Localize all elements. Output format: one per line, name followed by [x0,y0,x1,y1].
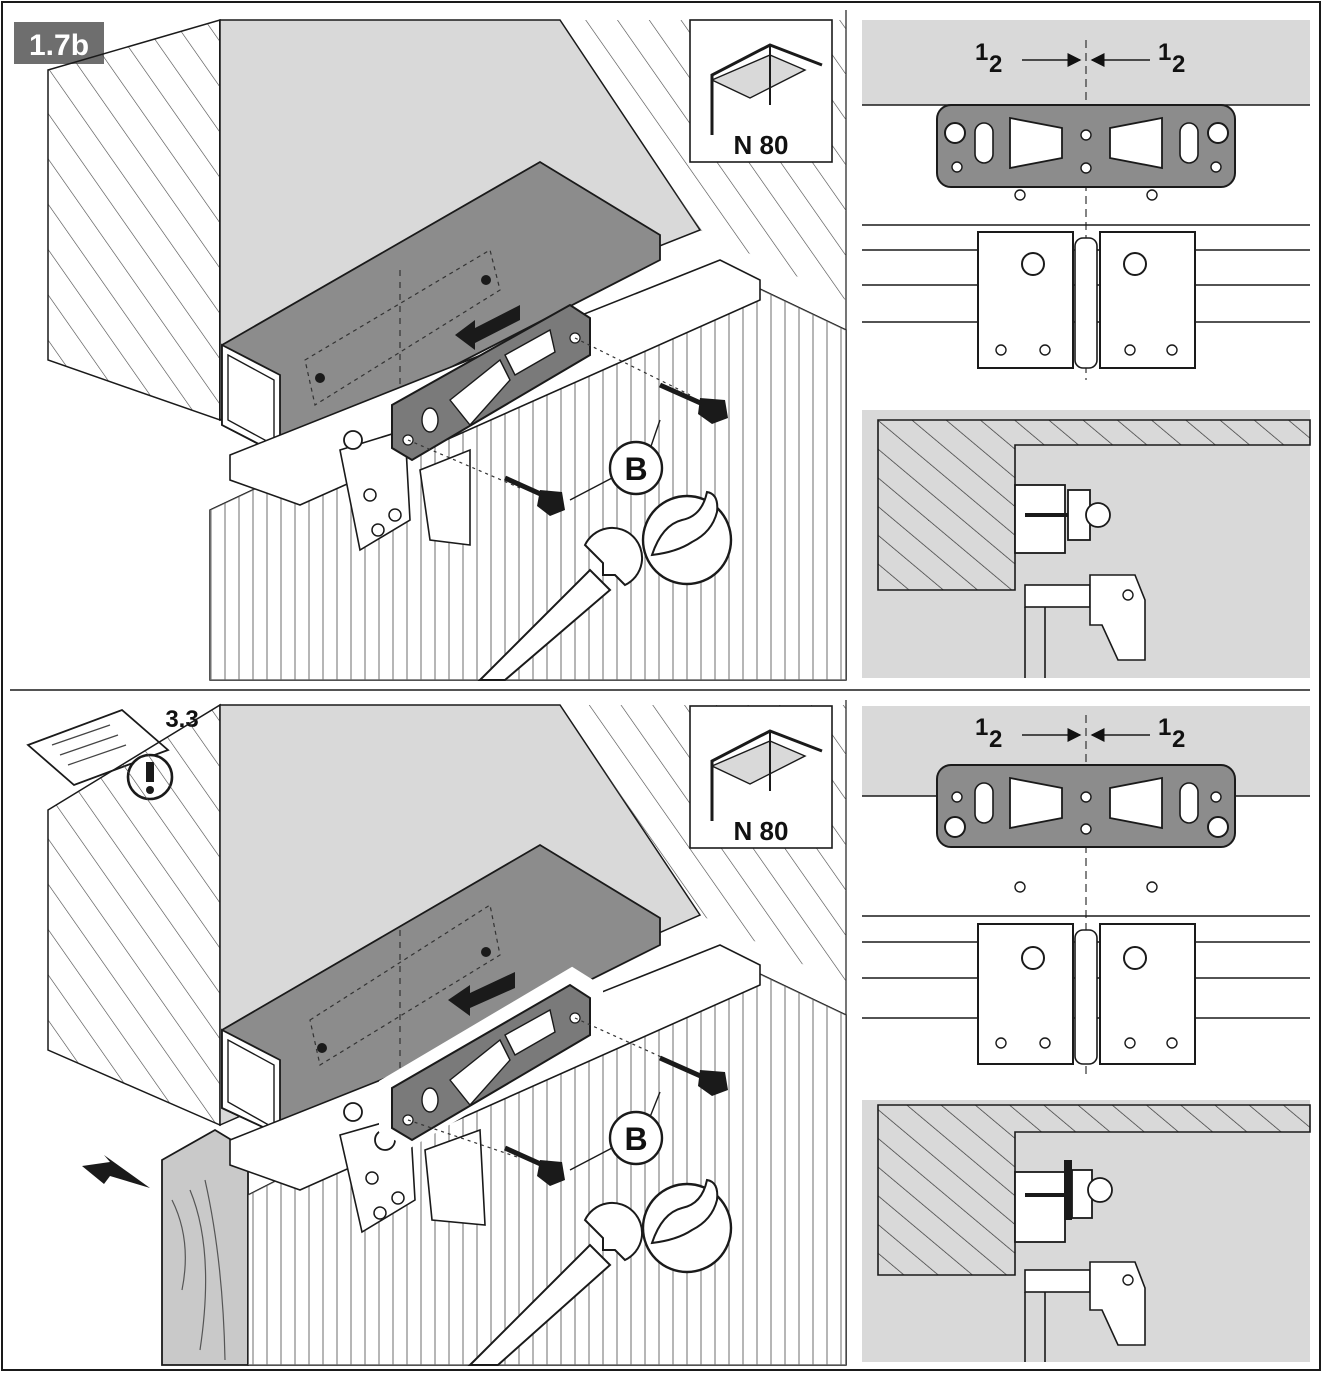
step-number: 1.7b [29,29,89,62]
detail-plate-alignment: 1 2 1 2 [862,20,1310,380]
insert-arrow-icon [82,1155,150,1188]
push-arrow-icon [448,972,515,1016]
push-arrow-icon [455,305,520,350]
panel-bottom: 3.3 [26,703,1311,1366]
hinge-bracket [339,428,471,552]
detail-side-section [862,410,1311,678]
panel-top: 1.7b [14,19,1311,681]
dim-left-den: 2 [989,726,1002,753]
flexed-arm-icon [641,490,733,586]
dim-left-den: 2 [989,51,1002,78]
screw-lower [503,1145,565,1186]
fastener-callout-circle [608,1110,664,1166]
fastener-label: B [624,451,647,487]
fastener-callout-circle [608,440,664,496]
mounting-plate [379,966,603,1148]
detail-side-section [862,1100,1311,1362]
flexed-arm-icon [641,1178,733,1274]
screw-upper [658,1055,728,1096]
mounting-plate [391,303,591,462]
fastener-label: B [624,1121,647,1157]
wrench-icon [467,1201,644,1366]
tool-label: N 80 [734,130,789,160]
screw-upper [658,382,728,424]
tool-callout: N 80 [689,19,833,163]
dim-right-den: 2 [1172,51,1185,78]
dim-right-num: 1 [1158,714,1171,741]
dim-left-num: 1 [975,39,988,66]
screw-lower [503,475,565,516]
dim-right-num: 1 [1158,39,1171,66]
tool-callout: N 80 [689,705,833,849]
dim-right-den: 2 [1172,726,1185,753]
wrench-icon [477,526,644,681]
step-badge-background [14,22,104,64]
step-badge: 1.7b [14,22,104,64]
tool-label: N 80 [734,816,789,846]
wood-frame-piece [161,1128,249,1366]
detail-plate-alignment: 1 2 1 2 [862,706,1310,1075]
dim-left-num: 1 [975,714,988,741]
cabinet-side-wall [47,19,221,422]
